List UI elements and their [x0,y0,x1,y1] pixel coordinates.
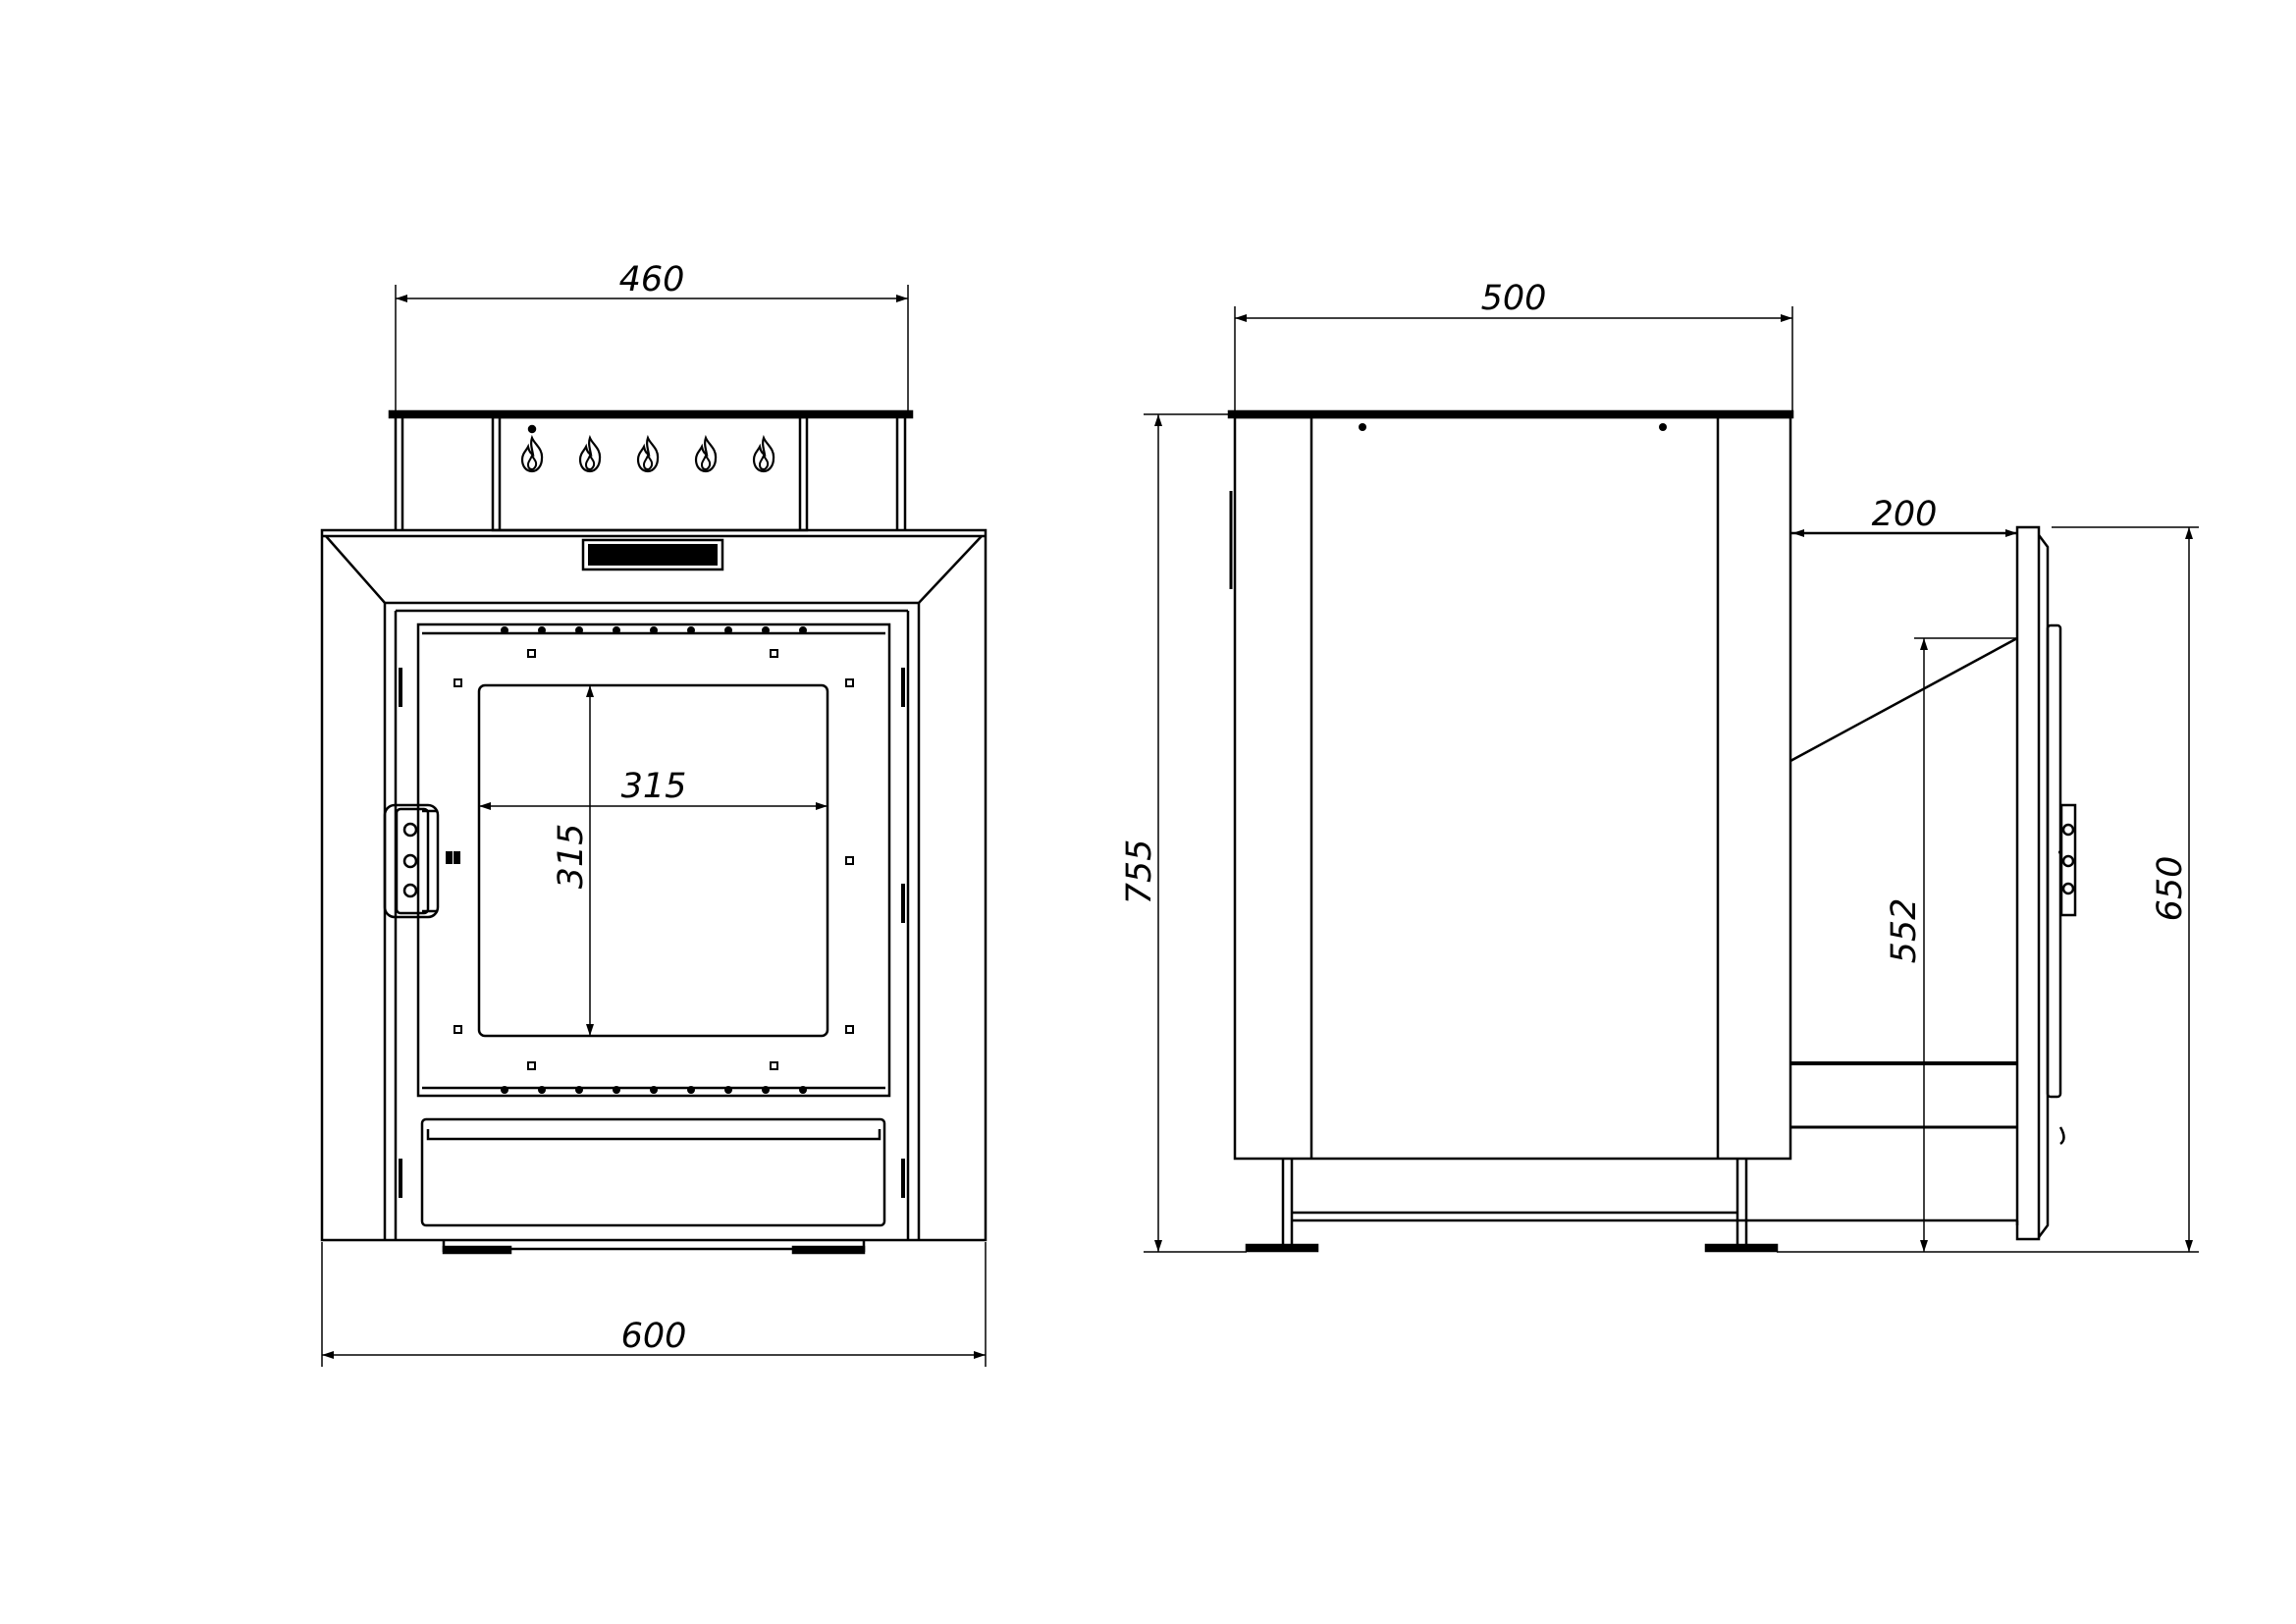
brand-text: -ЦЕНТР ТЕПЛА- [588,546,719,564]
side-body [1233,415,1792,1161]
dim-opening-height: 552 [1885,898,1924,964]
flame-icon [636,436,660,473]
front-dimensions [321,285,987,1367]
dim-tunnel-length: 200 [1872,495,1938,534]
dim-overall-width: 600 [621,1317,687,1356]
flame-icon [578,436,602,473]
flame-icon [694,436,718,473]
door-rivets [501,626,807,1094]
front-view: -ЦЕНТР ТЕПЛА- [320,409,988,1255]
fire-door[interactable] [416,623,891,1098]
side-view [1227,409,2077,1253]
dim-door-height: 650 [2151,856,2190,922]
hinge-icon[interactable] [383,803,440,919]
flame-panel [491,415,809,532]
dim-depth: 500 [1481,279,1547,318]
stove-body [320,528,988,1242]
door-glass [477,683,829,1038]
dim-glass-height: 315 [552,824,591,890]
glass-clips [446,649,854,1070]
flame-icon [520,436,544,473]
side-hinge-icon[interactable] [2058,803,2077,917]
brand-plate [581,538,724,571]
flame-icons [520,424,775,473]
ash-drawer[interactable] [420,1117,886,1227]
dim-height: 755 [1120,839,1159,905]
flame-icon [752,436,775,473]
dim-top-width: 460 [619,260,685,299]
side-dimensions [1144,306,2199,1253]
side-door-frame [2015,525,2041,1241]
dim-glass-width: 315 [621,767,687,806]
